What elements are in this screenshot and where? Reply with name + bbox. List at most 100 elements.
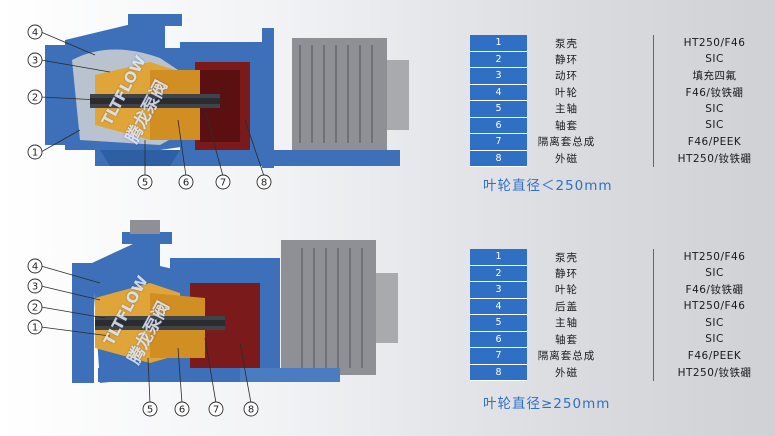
top-row-separator (605, 150, 655, 167)
top-part-name: 泵壳 (554, 37, 578, 50)
bottom-part-material: SIC (705, 267, 724, 280)
bottom-parts-row: 8 外磁 HT250/钕铁硼 (470, 364, 775, 381)
top-part-name: 隔离套总成 (537, 136, 596, 149)
bottom-row-separator (605, 347, 655, 364)
bottom-row-separator (605, 331, 655, 348)
bottom-part-name: 主轴 (554, 317, 578, 330)
top-parts-row: 7 隔离套总成 F46/PEEK (470, 133, 775, 151)
bottom-part-material: F46/钕铁硼 (685, 284, 744, 297)
bottom-part-name: 隔离套总成 (537, 350, 596, 363)
bottom-part-material: HT250/F46 (683, 300, 746, 313)
top-callout-8 (256, 174, 272, 190)
bottom-callout-label-2: 2 (32, 303, 38, 314)
bottom-callout-label-7: 7 (213, 405, 219, 416)
top-callout-1 (27, 144, 43, 160)
top-part-material: F46/PEEK (687, 135, 742, 148)
bottom-part-name: 静环 (554, 267, 578, 280)
top-callout-5 (137, 174, 153, 190)
top-part-name: 外磁 (554, 152, 578, 165)
bottom-part-name: 叶轮 (554, 284, 578, 297)
bottom-part-number: 8 (470, 364, 528, 381)
top-row-separator (605, 84, 655, 101)
top-row-separator (605, 100, 655, 117)
bottom-motor (281, 240, 398, 380)
bottom-part-material: HT250/钕铁硼 (677, 366, 752, 379)
bottom-callout-8 (243, 401, 259, 417)
top-part-material: SIC (705, 102, 724, 115)
bottom-parts-row: 6 轴套 SIC (470, 331, 775, 348)
top-callout-2 (27, 89, 43, 105)
bottom-callout-7 (208, 401, 224, 417)
bottom-part-number: 6 (470, 331, 528, 348)
bottom-row-separator (605, 249, 655, 265)
top-callout-7 (215, 174, 231, 190)
top-part-number: 2 (470, 51, 528, 68)
bottom-part-number: 1 (470, 249, 528, 266)
top-part-number: 4 (470, 84, 528, 101)
top-callout-label-6: 6 (183, 178, 189, 189)
top-motor (262, 28, 409, 168)
bottom-callout-3 (27, 278, 43, 294)
top-part-material: HT250/F46 (683, 37, 746, 49)
top-part-number: 6 (470, 117, 528, 134)
bottom-part-name: 泵壳 (554, 251, 578, 264)
bottom-row-separator (605, 298, 655, 315)
bottom-caption: 叶轮直径≥250mm (483, 396, 611, 412)
top-part-material: SIC (705, 119, 724, 132)
top-part-material: SIC (705, 53, 724, 66)
bottom-callout-1 (27, 319, 43, 335)
top-part-material: 填充四氟 (692, 70, 737, 83)
top-caption: 叶轮直径＜250mm (483, 178, 613, 194)
bottom-callout-label-1: 1 (32, 323, 38, 334)
bottom-part-material: SIC (705, 316, 724, 329)
top-part-name: 轴套 (554, 119, 578, 132)
bottom-callout-label-6: 6 (179, 405, 185, 416)
top-row-separator (605, 51, 655, 68)
top-callout-label-7: 7 (220, 178, 226, 189)
bottom-callout-4 (27, 258, 43, 274)
top-row-separator (605, 35, 655, 51)
top-row-separator (605, 67, 655, 84)
bottom-part-name: 外磁 (554, 366, 578, 379)
top-pump-cutaway: 4 3 2 1 5 6 7 8 (27, 14, 409, 190)
bottom-part-material: SIC (705, 333, 724, 346)
bottom-parts-row: 7 隔离套总成 F46/PEEK (470, 347, 775, 365)
bottom-row-separator (605, 364, 655, 381)
bottom-callout-2 (27, 299, 43, 315)
bottom-callout-label-4: 4 (32, 262, 38, 273)
bottom-callout-label-3: 3 (32, 282, 38, 293)
bottom-part-name: 后盖 (554, 300, 578, 313)
top-part-name: 动环 (554, 70, 578, 83)
top-part-name: 叶轮 (554, 86, 578, 99)
bottom-callout-label-8: 8 (248, 405, 254, 416)
top-callout-label-1: 1 (32, 148, 38, 159)
top-part-number: 7 (470, 133, 528, 151)
bottom-part-number: 5 (470, 314, 528, 332)
top-part-name: 主轴 (554, 103, 578, 116)
bottom-part-material: F46/PEEK (687, 349, 742, 362)
bottom-callout-label-5: 5 (147, 405, 153, 416)
top-part-material: F46/钕铁硼 (685, 86, 744, 99)
bottom-part-number: 7 (470, 347, 528, 365)
top-callout-6 (178, 174, 194, 190)
bottom-callout-5 (142, 401, 158, 417)
bottom-callout-6 (174, 401, 190, 417)
bottom-pump-cutaway: 4 3 2 1 5 6 7 8 (27, 220, 398, 417)
bottom-parts-row: 4 后盖 HT250/F46 (470, 298, 775, 315)
top-parts-row: 1 泵壳 HT250/F46 (470, 35, 775, 52)
bottom-part-number: 4 (470, 298, 528, 315)
bottom-parts-row: 1 泵壳 HT250/F46 (470, 249, 775, 266)
top-part-number: 8 (470, 150, 528, 167)
bottom-row-separator (605, 281, 655, 298)
bottom-part-material: HT250/F46 (683, 251, 746, 263)
bottom-part-name: 轴套 (554, 333, 578, 346)
top-part-number: 1 (470, 35, 528, 52)
